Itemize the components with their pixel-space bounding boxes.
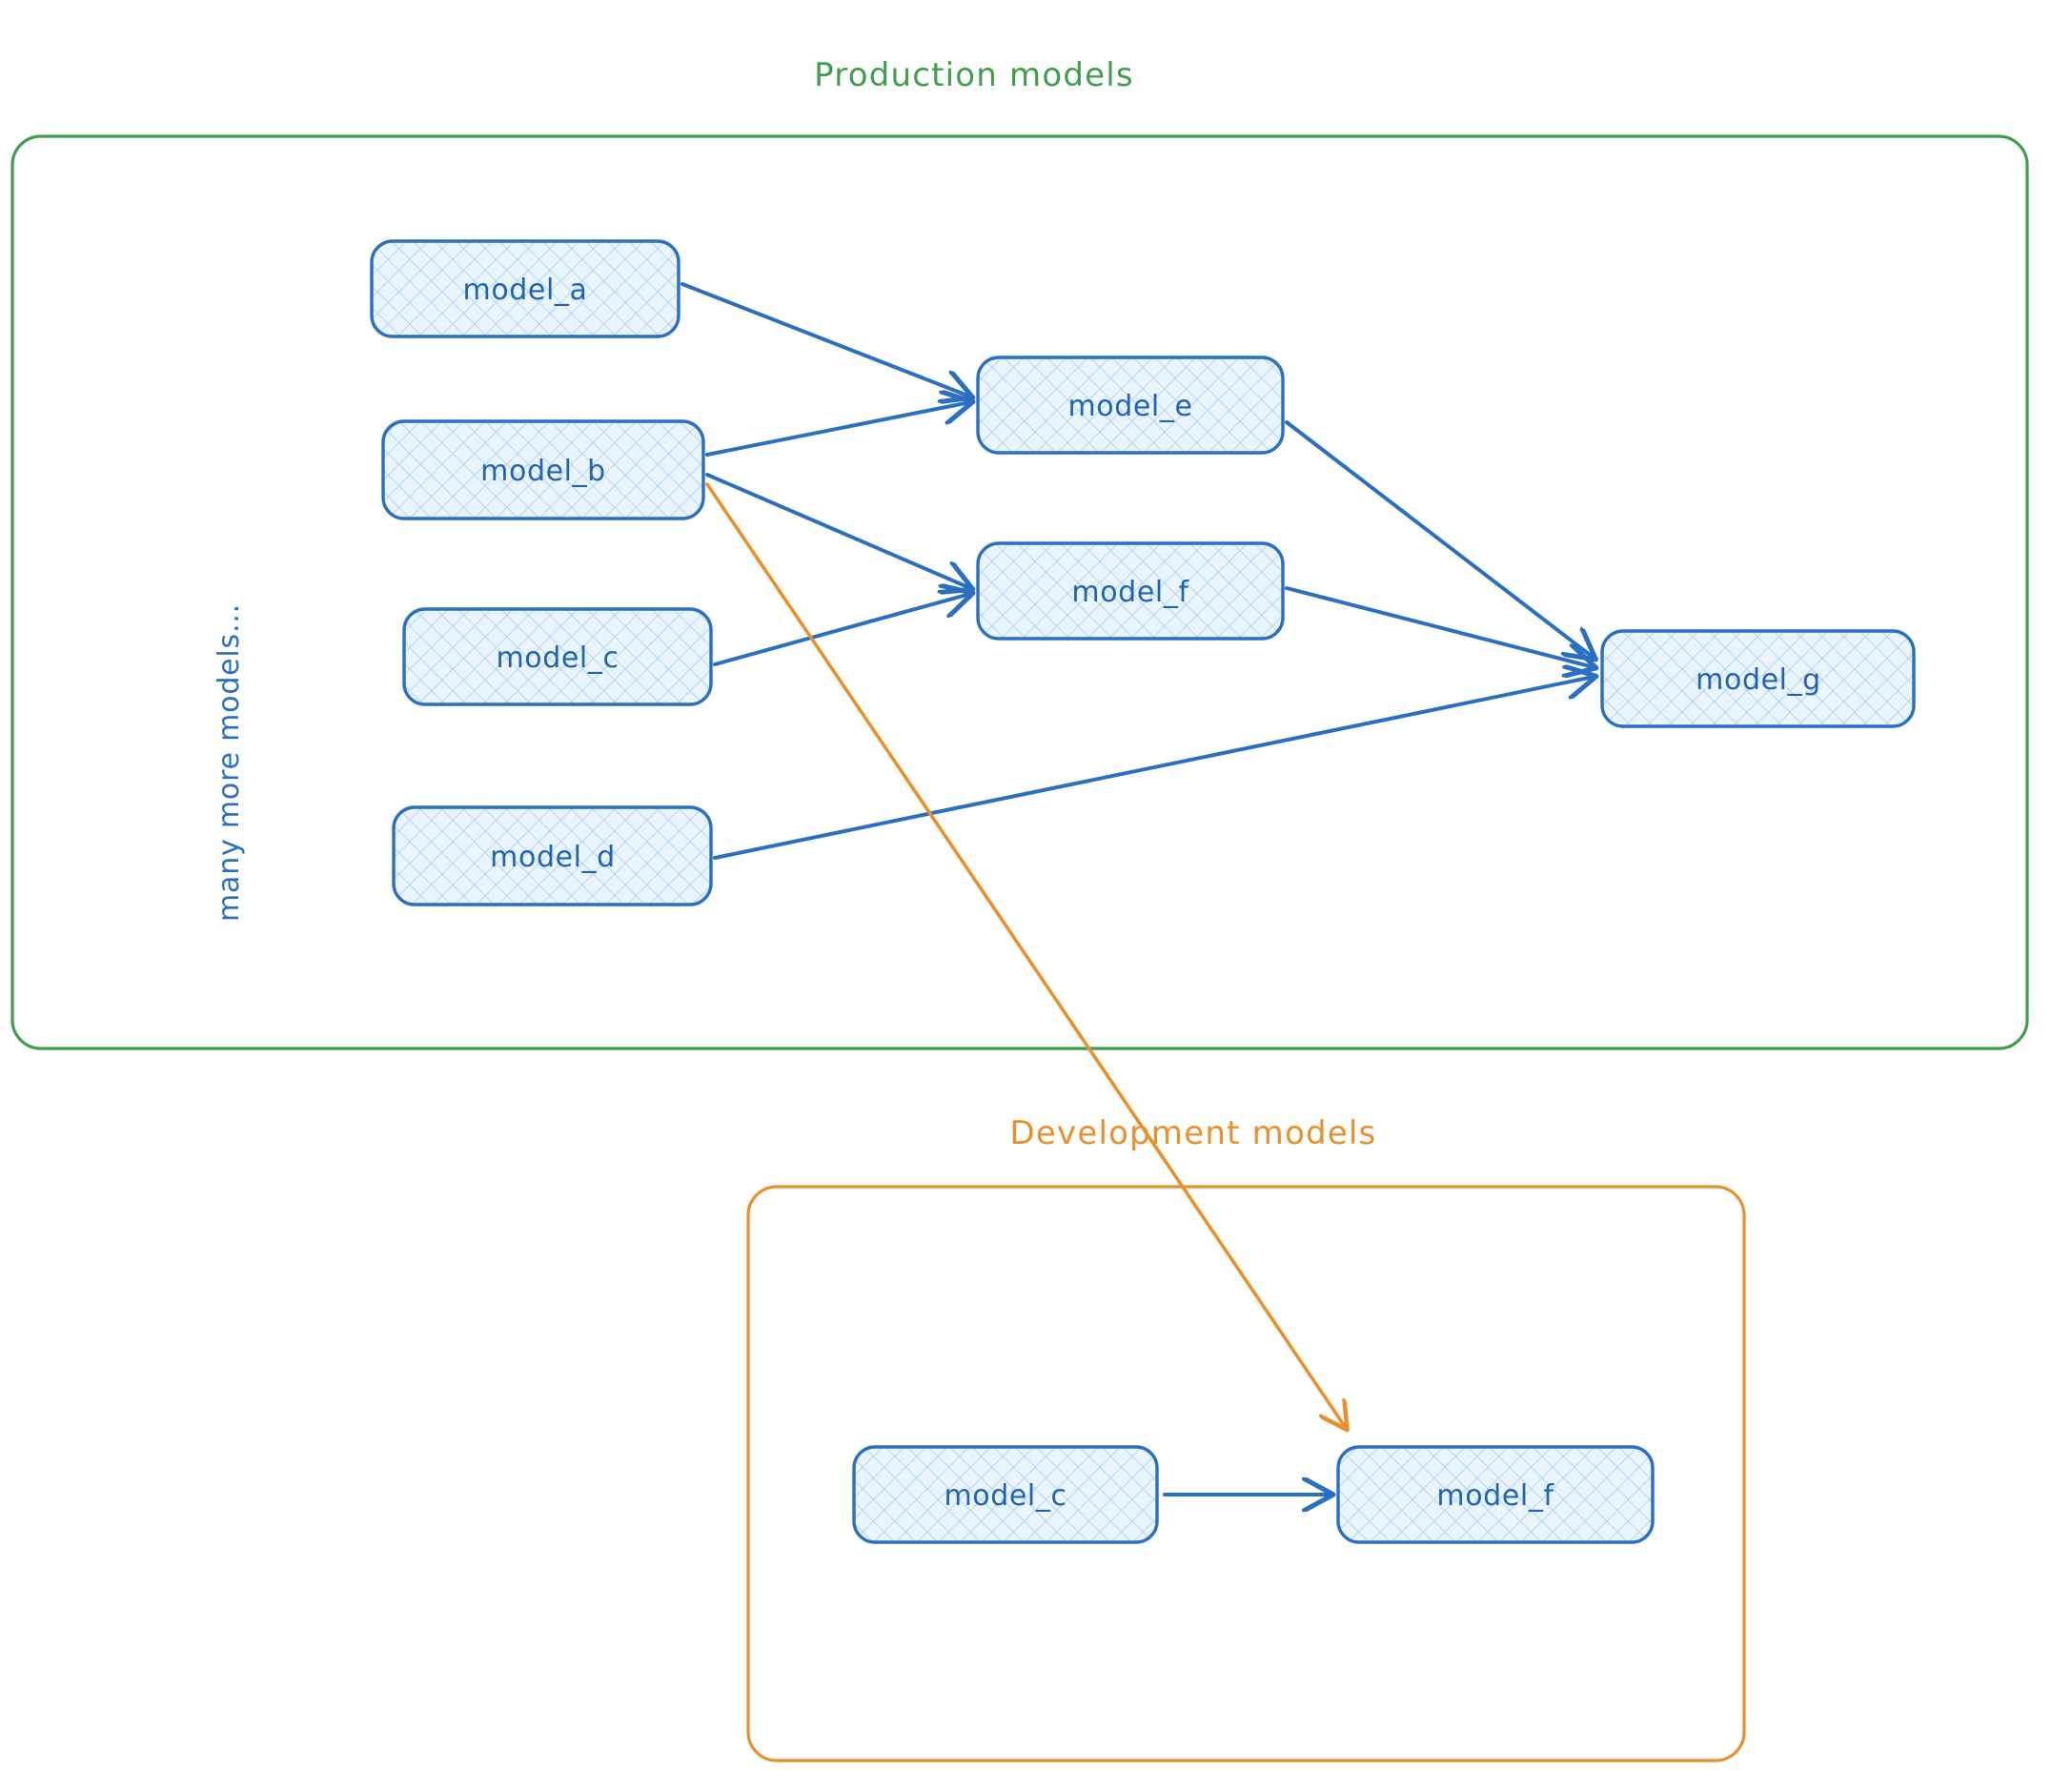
development-group-box — [746, 1185, 1746, 1762]
node-label: model_b — [480, 455, 606, 488]
node-box[interactable] — [976, 356, 1285, 455]
node-prod-model-g[interactable]: model_g — [1600, 629, 1916, 728]
node-label: model_g — [1696, 663, 1821, 697]
node-box[interactable] — [402, 607, 713, 706]
node-label: model_a — [463, 274, 588, 307]
node-box[interactable] — [852, 1445, 1159, 1544]
node-label: model_d — [490, 841, 616, 874]
node-box[interactable] — [1336, 1445, 1655, 1544]
development-group-label: Development models — [1010, 1114, 1377, 1152]
node-box[interactable] — [392, 805, 713, 906]
production-group-box — [10, 134, 2029, 1050]
edge-model-f-to-model-g — [1285, 586, 1594, 667]
node-box[interactable] — [1600, 629, 1916, 728]
group-container-production: Production models — [10, 56, 2029, 1050]
production-group-label: Production models — [814, 56, 1134, 94]
node-prod-model-b[interactable]: model_b — [381, 419, 705, 520]
node-prod-model-a[interactable]: model_a — [370, 239, 681, 338]
many-more-models-note: many more models... — [213, 603, 246, 922]
group-container-development: Development models — [746, 1114, 1746, 1762]
node-label: model_e — [1067, 390, 1192, 423]
node-box[interactable] — [370, 239, 681, 338]
edges-layer — [681, 282, 1594, 1495]
node-label: model_f — [1071, 576, 1189, 609]
edge-model-d-to-model-g — [713, 677, 1594, 860]
node-prod-model-c[interactable]: model_c — [402, 607, 713, 706]
node-prod-model-e[interactable]: model_e — [976, 356, 1285, 455]
node-box[interactable] — [381, 419, 705, 520]
node-prod-model-f[interactable]: model_f — [976, 541, 1285, 641]
node-label: model_c — [944, 1479, 1066, 1513]
edge-model-c-to-model-f — [713, 594, 970, 666]
node-label: model_f — [1436, 1479, 1554, 1513]
edge-prod-model-b-to-dev-model-f — [705, 482, 1346, 1428]
edge-model-b-to-model-f — [705, 473, 970, 588]
node-prod-model-d[interactable]: model_d — [392, 805, 713, 906]
edge-model-a-to-model-e — [681, 282, 970, 397]
node-label: model_c — [496, 641, 619, 675]
nodes-layer: model_a model_b model_c model_d model_e — [370, 239, 1916, 1544]
edge-model-b-to-model-e — [705, 402, 970, 457]
node-dev-model-c[interactable]: model_c — [852, 1445, 1159, 1544]
edge-model-e-to-model-g — [1285, 420, 1594, 658]
node-dev-model-f[interactable]: model_f — [1336, 1445, 1655, 1544]
node-box[interactable] — [976, 541, 1285, 641]
